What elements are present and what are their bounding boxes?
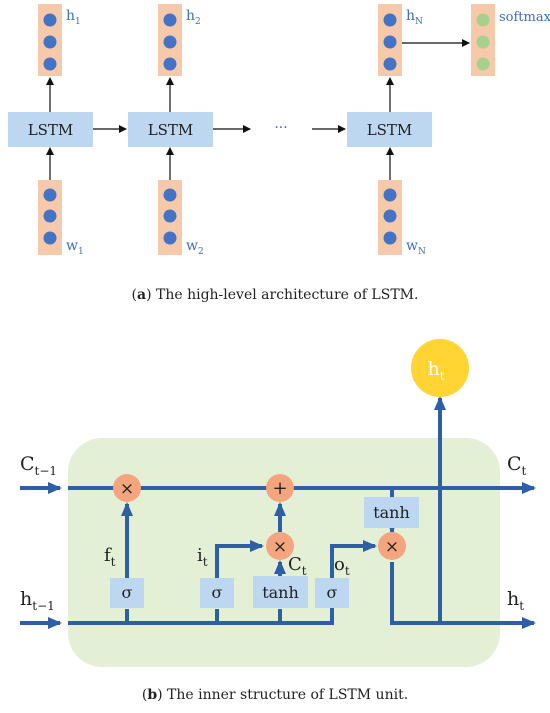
softmax-label: softmax — [499, 10, 550, 25]
lstm-box-n — [347, 112, 432, 147]
forget-multiply-op: × — [113, 474, 141, 502]
hidden-label-n: hN — [406, 8, 423, 27]
svg-text:tanh: tanh — [262, 583, 299, 602]
svg-text:×: × — [273, 537, 287, 557]
hidden-vector-2 — [158, 4, 182, 76]
candidate-tanh-box: tanh — [253, 576, 308, 608]
word-vector-n — [378, 180, 402, 255]
output-sigma-box: σ — [315, 578, 349, 608]
hidden-label-2: h2 — [186, 8, 201, 27]
input-gate-label: it — [197, 545, 208, 569]
caption-b: (b) The inner structure of LSTM unit. — [141, 687, 409, 703]
svg-text:×: × — [120, 479, 134, 499]
lstm-label-1: LSTM — [28, 121, 74, 139]
word-vector-1 — [38, 180, 62, 255]
svg-text:+: + — [272, 478, 287, 499]
svg-text:σ: σ — [122, 583, 133, 602]
hidden-vector-n — [378, 4, 402, 76]
hidden-output-circle: ht — [411, 339, 469, 397]
c-out-label: Ct — [507, 453, 527, 478]
lstm-box-2 — [128, 112, 213, 147]
svg-text:σ: σ — [327, 583, 338, 602]
h-prev-label: ht−1 — [20, 588, 55, 613]
panel-b: × + × × σ σ tanh σ — [20, 339, 536, 667]
svg-text:×: × — [385, 537, 399, 557]
caption-a: (a) The high-level architecture of LSTM. — [131, 287, 419, 303]
svg-text:ht: ht — [427, 358, 444, 383]
hidden-output-line — [390, 562, 536, 629]
word-label-2: w2 — [186, 238, 204, 257]
svg-text:σ: σ — [212, 583, 223, 602]
candidate-label: Ct — [288, 554, 307, 578]
word-label-1: w1 — [66, 238, 84, 257]
word-vector-2 — [158, 180, 182, 255]
hidden-label-1: h1 — [66, 8, 81, 27]
panel-a: LSTM LSTM LSTM ··· h1 h2 hN softmax w1 w… — [8, 4, 550, 257]
forget-sigma-box: σ — [110, 578, 144, 608]
softmax-vector — [471, 4, 495, 76]
h-out-label: ht — [507, 588, 524, 613]
lstm-box-1 — [8, 112, 93, 147]
lstm-label-n: LSTM — [367, 121, 413, 139]
forget-gate-label: ft — [104, 545, 116, 569]
cell-add-op: + — [266, 474, 294, 502]
input-multiply-op: × — [266, 532, 294, 560]
output-multiply-op: × — [378, 532, 406, 560]
cell-tanh-box: tanh — [364, 497, 419, 528]
output-gate-label: ot — [334, 554, 350, 578]
input-sigma-box: σ — [200, 578, 234, 608]
c-prev-label: Ct−1 — [20, 453, 57, 478]
ellipsis: ··· — [274, 120, 287, 136]
svg-text:tanh: tanh — [373, 503, 410, 522]
lstm-label-2: LSTM — [148, 121, 194, 139]
word-label-n: wN — [406, 238, 426, 257]
hidden-input-bus — [68, 608, 334, 625]
hidden-vector-1 — [38, 4, 62, 76]
panel-a-arrows — [46, 39, 470, 180]
